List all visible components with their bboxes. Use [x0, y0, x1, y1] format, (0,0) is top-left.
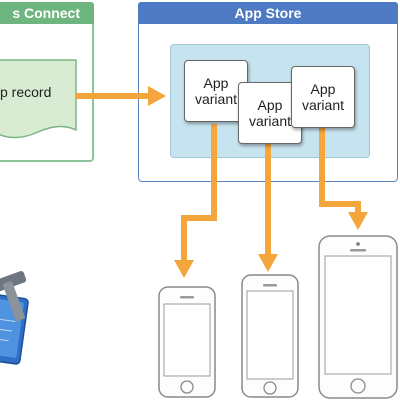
app-store-connect-header: s Connect — [0, 2, 94, 24]
arrowhead-phone-large — [348, 212, 368, 230]
app-store-connect-title: s Connect — [12, 5, 80, 21]
app-variant-label: App variant — [194, 75, 238, 107]
app-variant-label: App variant — [248, 97, 292, 129]
app-variant-label: App variant — [301, 81, 345, 113]
app-variant-card: App variant — [291, 66, 355, 128]
app-record-label: p record — [0, 84, 52, 100]
iphone-medium-icon — [241, 274, 299, 398]
iphone-large-icon — [318, 235, 398, 399]
app-store-header: App Store — [138, 2, 398, 24]
app-store-connect-panel — [0, 2, 94, 162]
arrowhead-phone-small — [174, 260, 194, 278]
arrowhead-phone-medium — [258, 254, 278, 272]
iphone-small-icon — [158, 286, 216, 398]
